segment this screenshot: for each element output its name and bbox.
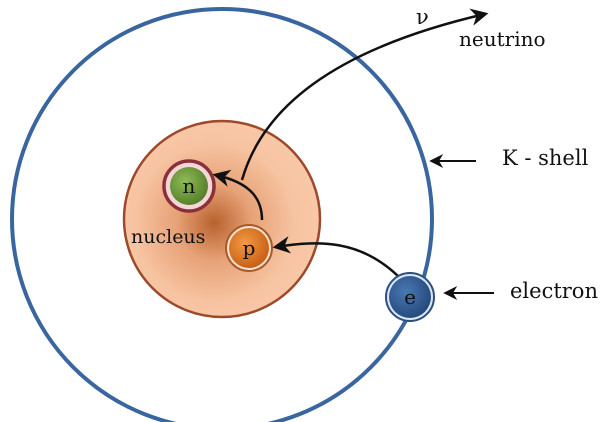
electron-core <box>389 276 431 318</box>
neutron-core <box>170 167 208 205</box>
k-shell-label: K - shell <box>502 146 589 170</box>
electron-label: electron <box>510 279 598 303</box>
neutrino-arrow <box>240 8 489 181</box>
neutron: n <box>162 159 216 213</box>
electron-capture-arrow <box>272 236 399 277</box>
proton-to-neutron-arrow <box>212 169 264 221</box>
electron: e <box>385 272 435 322</box>
proton: p <box>225 224 273 272</box>
nucleus-label: nucleus <box>131 226 205 248</box>
nucleus-body <box>122 119 322 319</box>
neutrino-symbol: ν <box>416 5 429 29</box>
electron-symbol: e <box>404 285 416 309</box>
proton-label: p <box>243 236 256 260</box>
k-shell-orbit <box>10 7 434 422</box>
proton-core <box>229 228 269 268</box>
neutrino-label: neutrino <box>459 27 546 51</box>
neutron-label: n <box>183 174 196 198</box>
